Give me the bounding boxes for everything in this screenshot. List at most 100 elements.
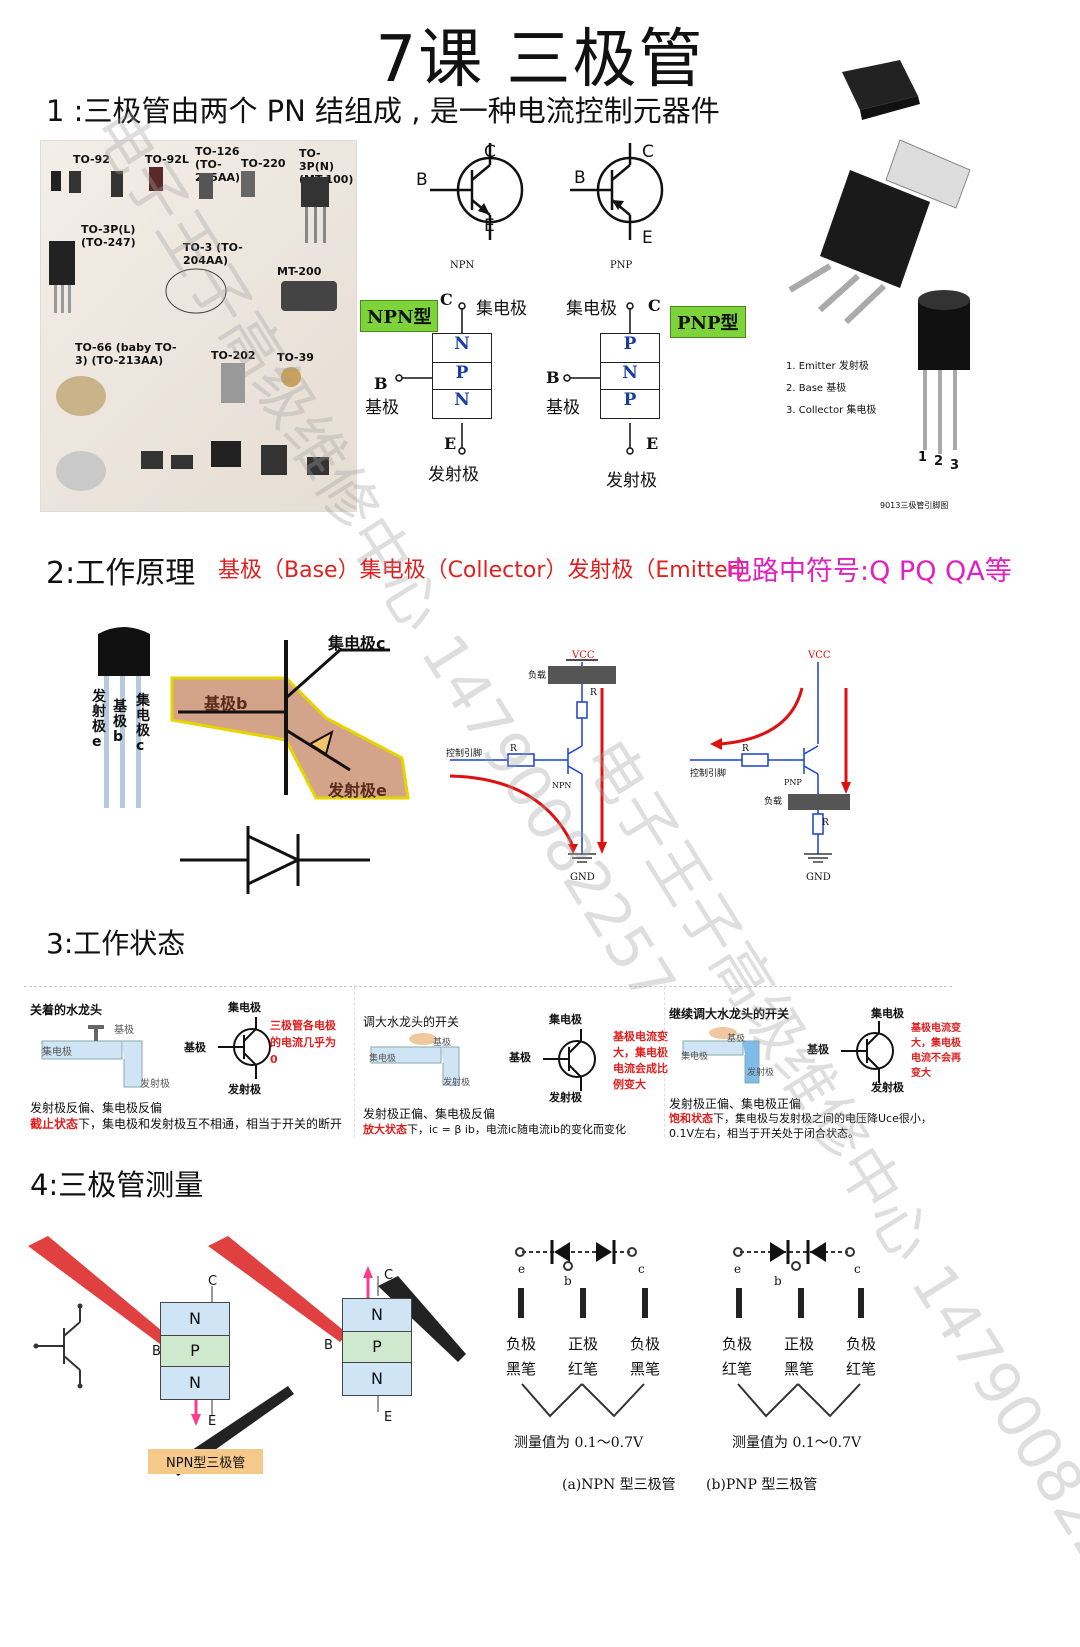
layer-p: P	[160, 1336, 230, 1367]
to92-photo	[918, 290, 970, 454]
state-name: 截止状态	[30, 1117, 79, 1131]
npn-vcc: VCC	[572, 650, 595, 661]
pnp-layers: P N P	[600, 333, 660, 423]
layer-n: N	[600, 363, 660, 390]
section2-heading: 2:工作原理	[46, 556, 196, 591]
base-b-label: 基极b	[204, 694, 248, 713]
npn-ctrl: 控制引脚	[446, 749, 483, 759]
layer-p: P	[600, 390, 660, 419]
tap-drawing	[41, 1025, 143, 1088]
probe-color: 红笔	[721, 1360, 752, 1378]
state-desc: 放大状态下，ic = β ib，电流ic随电流ib的变化而变化	[363, 1121, 663, 1137]
pin-caption: 9013三极管引脚图	[880, 501, 949, 510]
probe-color: 红笔	[567, 1360, 598, 1378]
package-collage: TO-92 TO-92L TO-126 (TO-225AA) TO-220 TO…	[40, 140, 357, 512]
transistor-symbol	[841, 1021, 894, 1083]
to92-base-label: 基极b	[113, 699, 127, 745]
layer-p: P	[432, 363, 492, 390]
npn-emitter-cn: 发射极	[428, 465, 479, 485]
pnp-r2: R	[822, 818, 829, 828]
terminal-terms: 基极（Base）集电极（Collector）发射极（Emitter）	[218, 558, 759, 583]
state-detail: 下，集电极与发射极之间的电压降Uce很小，0.1V左右，相当于开关处于闭合状态。	[669, 1112, 932, 1140]
transistor-photos	[788, 60, 971, 454]
state-name: 放大状态	[363, 1123, 407, 1136]
npn-b: b	[564, 1274, 572, 1288]
pnp-ctrl: 控制引脚	[690, 769, 727, 779]
polarity: 正极	[567, 1335, 598, 1353]
layer-n: N	[342, 1363, 412, 1396]
tap-drawing	[682, 1027, 760, 1084]
bias-line: 发射极正偏、集电极反偏	[363, 1107, 496, 1121]
probe2-e: E	[384, 1410, 393, 1425]
symbol-note: 电路中符号:Q PQ QA等	[725, 556, 1012, 587]
tap-coll: 集电极	[42, 1047, 72, 1058]
npn-e: e	[518, 1262, 526, 1276]
state-strip: 关着的水龙头 基极 集电极 发射极 集电极 基极 发射极 三极管各电极的电流几乎…	[24, 986, 961, 1140]
probe1-e: E	[208, 1414, 217, 1429]
pnp-c: c	[854, 1262, 861, 1276]
diode-model	[515, 1240, 864, 1318]
pnp-type: PNP	[784, 778, 802, 787]
layer-n: N	[160, 1367, 230, 1400]
tap-emit: 发射极	[140, 1079, 170, 1090]
pnp-b-side: B	[546, 368, 560, 387]
layer-p: P	[600, 333, 660, 363]
npn-c: c	[638, 1262, 645, 1276]
pin-number: 2	[934, 454, 944, 469]
pnp-collector-cn: 集电极	[566, 299, 617, 319]
pnp-probe-e: 负极红笔	[720, 1332, 754, 1382]
tap-coll: 集电极	[369, 1054, 397, 1064]
npn-collector-cn: 集电极	[476, 299, 527, 319]
pin-list: 1. Emitter 发射极 2. Base 基极 3. Collector 集…	[786, 356, 876, 422]
pnp-e: e	[734, 1262, 742, 1276]
section1-heading: 1 :三极管由两个 PN 结组成 , 是一种电流控制元器件	[46, 94, 720, 128]
pnp-b-label: B	[574, 168, 586, 188]
npn-e-bottom: E	[444, 434, 457, 453]
pin-item: 1. Emitter 发射极	[786, 361, 869, 372]
pkg-label: TO-3P(L) (TO-247)	[81, 223, 136, 249]
pnp-type-tag: PNP型	[670, 306, 746, 338]
sym-coll: 集电极	[549, 1013, 582, 1026]
transistor-symbol	[543, 1029, 596, 1091]
bias-line: 发射极正偏、集电极正偏	[669, 1097, 802, 1111]
npn-b-side: B	[374, 374, 388, 393]
npn-switch-circuit	[449, 659, 616, 863]
state-detail: 下，ic = β ib，电流ic随电流ib的变化而变化	[407, 1123, 627, 1136]
layer-n: N	[432, 390, 492, 419]
to220-photo	[788, 139, 971, 325]
pkg-label: TO-66 (baby TO-3) (TO-213AA)	[75, 341, 177, 367]
pkg-label: TO-3 (TO-204AA)	[183, 241, 243, 267]
npn-leads	[395, 302, 466, 455]
tap-base: 基极	[433, 1038, 452, 1048]
npn-caption: NPN	[450, 260, 475, 271]
pnp-r1: R	[742, 744, 749, 754]
sym-emit: 发射极	[549, 1091, 582, 1104]
tap-caption: 继续调大水龙头的开关	[669, 1007, 790, 1021]
pnp-base-cn: 基极	[546, 398, 580, 418]
symbol-small	[36, 1306, 81, 1386]
tap-base: 基极	[114, 1025, 134, 1036]
npn-caption-a: (a)NPN 型三极管	[562, 1477, 676, 1493]
to92-emitter-label: 发射极e	[92, 689, 106, 750]
measurement-brackets	[521, 1383, 861, 1418]
probe2-b: B	[324, 1338, 333, 1353]
npn-e-label: E	[484, 216, 495, 236]
polarity: 负极	[721, 1335, 752, 1353]
pnp-load: 负载	[764, 797, 783, 807]
npn-gnd: GND	[570, 872, 595, 883]
probe-color: 黑笔	[505, 1360, 536, 1378]
pin-number: 1	[918, 450, 928, 465]
probe-color: 黑笔	[629, 1360, 660, 1378]
pnp-e-label: E	[642, 228, 653, 248]
working-principle-diagram	[98, 627, 410, 894]
emitter-e-label: 发射极e	[328, 781, 387, 800]
transistor-symbol	[218, 1017, 271, 1079]
section3-heading: 3:工作状态	[46, 927, 186, 960]
pnp-vcc: VCC	[808, 650, 831, 661]
polarity: 负极	[505, 1335, 536, 1353]
pkg-label: TO-92	[73, 153, 110, 166]
pkg-label: TO-220	[241, 157, 286, 170]
state-name: 饱和状态	[669, 1112, 713, 1125]
npn-probe-e: 负极黑笔	[504, 1332, 538, 1382]
npn-probe-c: 负极黑笔	[628, 1332, 662, 1382]
